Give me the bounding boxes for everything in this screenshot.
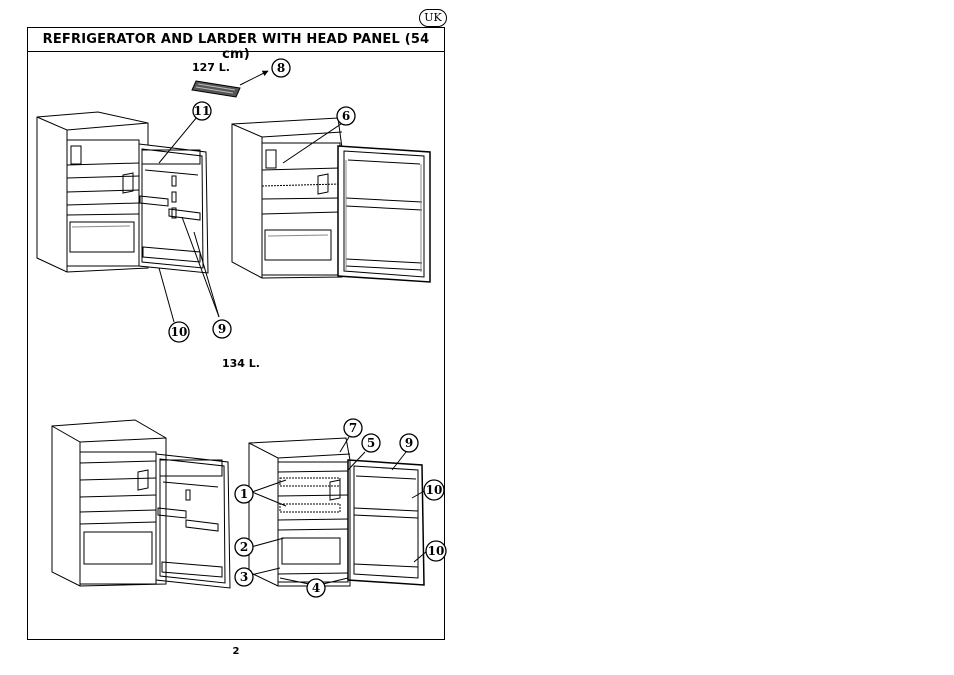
fridge-134-right-illustration (248, 437, 425, 587)
shelf-accessory-illustration (191, 70, 269, 98)
callout-9-a: 9 (212, 319, 232, 339)
svg-text:8: 8 (277, 61, 285, 75)
title-bar: REFRIGERATOR AND LARDER WITH HEAD PANEL … (28, 28, 444, 62)
callout-3: 3 (234, 567, 254, 587)
callout-leaders (158, 116, 428, 585)
callout-4: 4 (306, 578, 326, 598)
callout-1: 1 (234, 484, 254, 504)
svg-text:6: 6 (342, 109, 350, 123)
callout-7: 7 (343, 418, 363, 438)
fridge-127-right-illustration (231, 117, 431, 283)
model-127-caption: 127 L. (192, 61, 230, 74)
callout-8: 8 (271, 58, 291, 78)
svg-text:5: 5 (367, 436, 375, 450)
fridge-134-left-illustration (51, 419, 231, 589)
callout-5: 5 (361, 433, 381, 453)
page-number: 2 (232, 646, 240, 657)
callout-10-a: 10 (168, 321, 190, 343)
svg-text:2: 2 (240, 540, 248, 554)
region-badge: UK (419, 9, 447, 27)
svg-text:10: 10 (171, 325, 188, 339)
fridge-127-left-illustration (36, 111, 209, 274)
callout-9-b: 9 (399, 433, 419, 453)
callout-2: 2 (234, 537, 254, 557)
svg-text:3: 3 (240, 570, 248, 584)
callout-11: 11 (192, 101, 212, 121)
callout-10-c: 10 (425, 540, 447, 562)
svg-text:9: 9 (218, 322, 226, 336)
svg-text:1: 1 (240, 487, 248, 501)
content-frame: REFRIGERATOR AND LARDER WITH HEAD PANEL … (27, 27, 445, 640)
page-title: REFRIGERATOR AND LARDER WITH HEAD PANEL … (42, 32, 430, 62)
svg-text:10: 10 (428, 544, 445, 558)
svg-text:10: 10 (426, 483, 443, 497)
svg-text:7: 7 (349, 421, 357, 435)
model-134-caption: 134 L. (222, 357, 260, 370)
callout-10-b: 10 (423, 479, 445, 501)
callout-6: 6 (336, 106, 356, 126)
svg-text:9: 9 (405, 436, 413, 450)
svg-text:11: 11 (194, 104, 211, 118)
svg-text:4: 4 (312, 581, 320, 595)
